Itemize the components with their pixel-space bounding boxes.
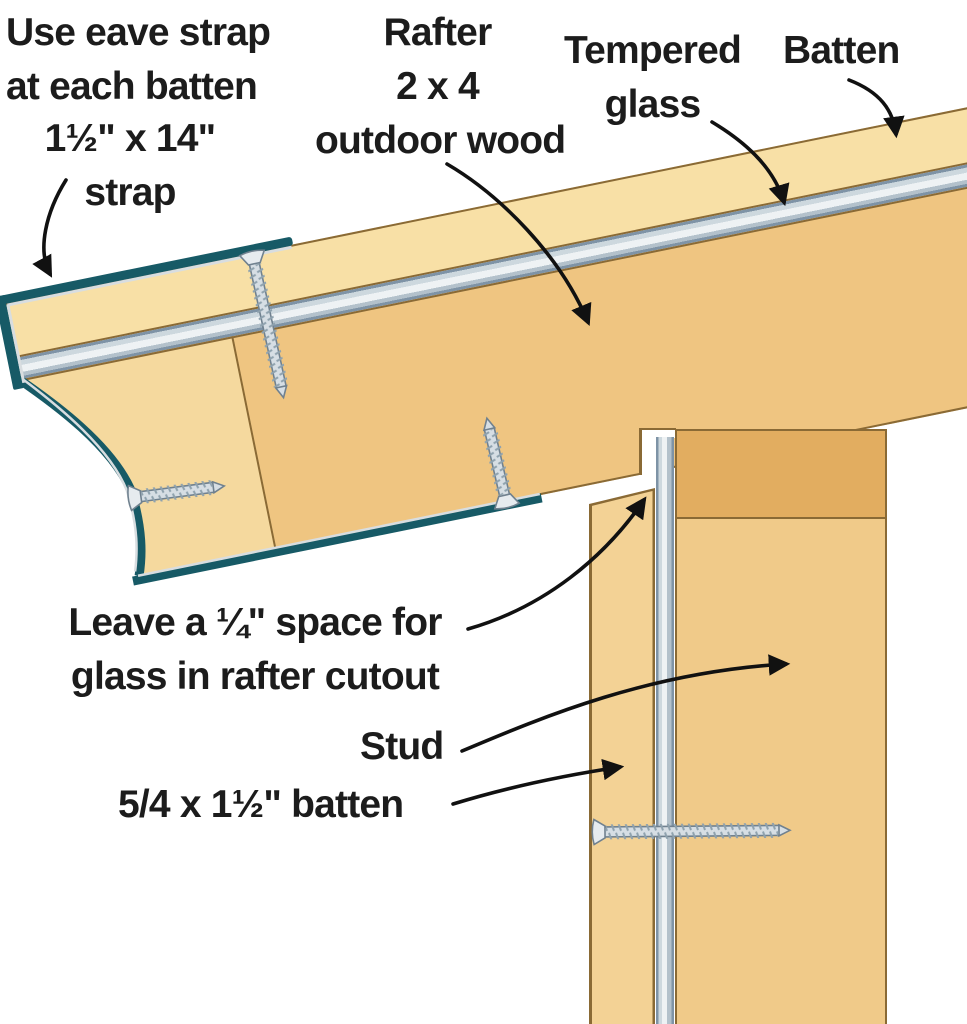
stud bbox=[674, 518, 887, 1024]
eave-strap-bottom-flange bbox=[132, 493, 543, 586]
tempered-glass-wall bbox=[656, 437, 674, 1024]
label-stud: Stud bbox=[360, 725, 444, 768]
label-line: 1½" x 14" bbox=[44, 117, 217, 160]
wall-batten-face bbox=[591, 491, 653, 1024]
rafter-seat-cut-edge bbox=[639, 427, 676, 430]
label-rafter: Rafter 2 x 4 outdoor wood bbox=[315, 6, 566, 168]
screw-strap-bottom-icon bbox=[482, 416, 521, 510]
arrow-glass-space bbox=[466, 496, 647, 631]
label-glass-space: Leave a ¼" space for glass in rafter cut… bbox=[35, 596, 475, 704]
arrow-rafter bbox=[445, 162, 592, 326]
label-line: outdoor wood bbox=[315, 119, 566, 162]
label-line: glass in rafter cutout bbox=[70, 655, 440, 698]
label-line: Rafter bbox=[383, 11, 493, 54]
rafter-heel-cut-edge bbox=[639, 427, 642, 475]
background-cutout bbox=[0, 378, 143, 618]
label-wall-batten: 5/4 x 1½" batten bbox=[118, 783, 404, 826]
label-line: 2 x 4 bbox=[396, 65, 480, 108]
roof-assembly bbox=[0, 101, 967, 618]
label-line: Tempered bbox=[563, 29, 742, 72]
arrow-stud bbox=[460, 654, 791, 753]
label-strap-size: 1½" x 14" strap bbox=[15, 112, 245, 220]
label-line: glass bbox=[604, 83, 702, 126]
rafter-cutout-gap bbox=[640, 428, 675, 438]
label-line: at each batten bbox=[6, 65, 258, 108]
stud-top-plate bbox=[674, 429, 887, 519]
label-tempered-glass: Tempered glass bbox=[555, 24, 750, 132]
arrow-eave-strap bbox=[32, 178, 68, 278]
strap-highlight bbox=[22, 378, 138, 572]
screw-strap-end-icon bbox=[127, 480, 227, 512]
strap-highlight bbox=[137, 492, 541, 577]
rafter-cutout-slot bbox=[640, 438, 656, 480]
label-line: Use eave strap bbox=[6, 11, 271, 54]
arrow-wall-batten bbox=[451, 758, 625, 806]
label-batten: Batten bbox=[783, 29, 900, 72]
arrow-batten bbox=[847, 78, 905, 139]
label-line: Leave a ¼" space for bbox=[68, 601, 442, 644]
wall-batten-5-4 bbox=[589, 488, 655, 1024]
screw-wall-batten-icon bbox=[591, 818, 792, 846]
label-eave-strap: Use eave strap at each batten bbox=[6, 6, 271, 114]
eave-strap-drip-curve bbox=[0, 375, 543, 618]
label-line: strap bbox=[84, 171, 176, 214]
screw-batten-icon bbox=[238, 249, 289, 400]
arrow-tempered-glass bbox=[710, 120, 790, 207]
